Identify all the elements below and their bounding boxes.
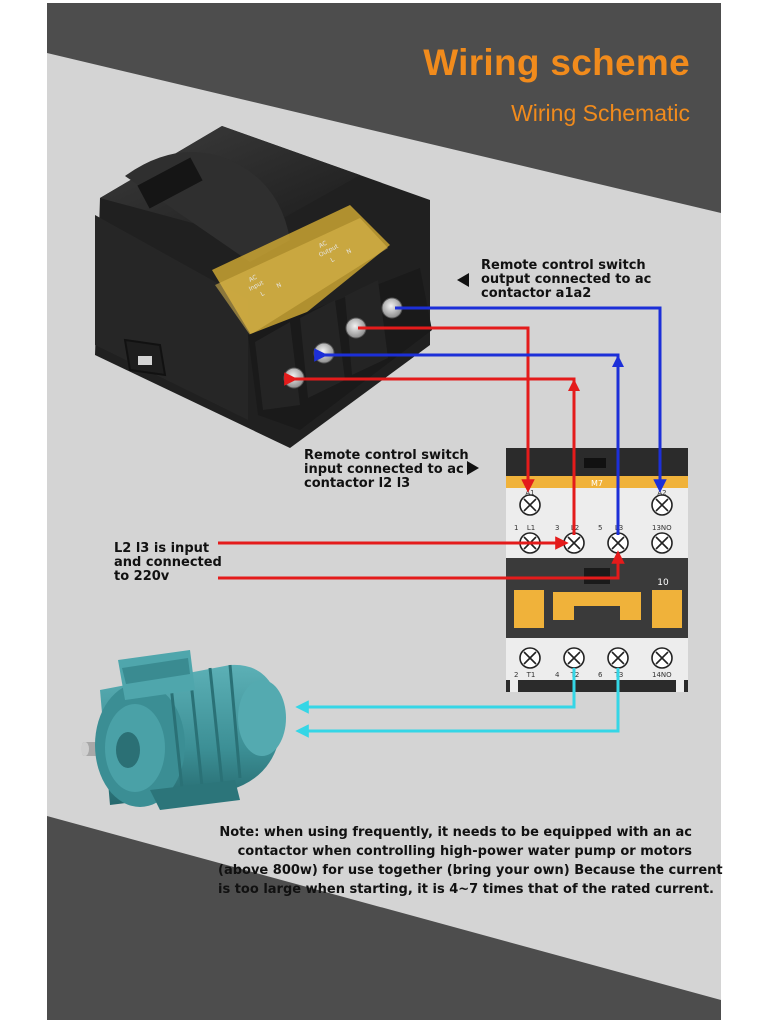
top-terminal-number-5: 5	[598, 524, 602, 532]
pointer-right-icon	[467, 461, 479, 475]
wire-cyan-t2	[295, 668, 576, 714]
pointer-left-icon	[457, 273, 469, 287]
screw-l3	[607, 532, 629, 554]
output-note-line-2: output connected to ac	[481, 272, 652, 287]
bottom-terminal-number-4: 4	[555, 671, 560, 679]
relay-screw-input-n	[313, 342, 335, 364]
screw-t1	[519, 647, 541, 669]
power-note-line-1: L2 l3 is input	[114, 541, 210, 556]
input-note-line-1: Remote control switch	[304, 448, 469, 463]
bottom-terminal-number-2: 2	[514, 671, 518, 679]
arrow-up-blue	[612, 355, 624, 367]
bottom-terminal-number-6: 6	[598, 671, 603, 679]
contactor-model: M7	[591, 479, 603, 488]
relay-input-terminal-l: L	[259, 290, 266, 298]
power-note-line-2: and connected	[114, 555, 222, 570]
top-terminal-number-13no: 13NO	[652, 524, 672, 532]
output-note-line-1: Remote control switch	[481, 258, 646, 273]
screw-13no	[651, 532, 673, 554]
top-terminal-name-l1: L1	[527, 524, 535, 532]
page-title: Wiring scheme	[423, 42, 690, 83]
output-note-line-3: contactor a1a2	[481, 286, 592, 301]
page-subtitle: Wiring Schematic	[511, 100, 690, 126]
screw-l2	[563, 532, 585, 554]
input-connection-note: Remote control switch input connected to…	[304, 449, 469, 491]
coil-terminal-a2: A2	[657, 489, 666, 497]
contactor-screws	[519, 494, 673, 669]
output-connection-note: Remote control switch output connected t…	[481, 259, 651, 301]
relay-ac-output-label: AC	[318, 240, 328, 250]
wire-red-a1	[358, 326, 535, 493]
relay-output-terminal-l: L	[329, 256, 336, 264]
power-note-line-3: to 220v	[114, 569, 170, 584]
input-note-line-2: input connected to ac	[304, 462, 464, 477]
arrow-up-red	[568, 379, 580, 391]
wire-blue-a2	[395, 306, 667, 493]
electric-motor	[81, 650, 286, 810]
screw-a2	[651, 494, 673, 516]
screw-t2	[563, 647, 585, 669]
screw-14no	[651, 647, 673, 669]
usage-note-line-4: is too large when starting, it is 4~7 ti…	[218, 882, 714, 897]
usage-note: Note: when using frequently, it needs to…	[218, 823, 723, 899]
relay-output-terminal-n: N	[346, 248, 353, 256]
bottom-terminal-name-t1: T1	[526, 671, 536, 679]
coil-terminal-a1: A1	[525, 489, 534, 497]
power-input-note: L2 l3 is input and connected to 220v	[114, 542, 222, 584]
relay-ac-input-label: AC	[248, 274, 258, 284]
screw-t3	[607, 647, 629, 669]
usage-note-line-1: Note: when using frequently, it needs to…	[219, 825, 692, 840]
wire-red-in-l3	[218, 550, 625, 580]
top-terminal-number-1: 1	[514, 524, 518, 532]
top-terminal-number-3: 3	[555, 524, 559, 532]
input-note-line-3: contactor l2 l3	[304, 476, 411, 491]
usage-note-line-3: (above 800w) for use together (bring you…	[218, 863, 723, 878]
relay-input-terminal-n: N	[276, 282, 283, 290]
bottom-terminal-number-14no: 14NO	[652, 671, 672, 679]
usage-note-line-2: contactor when controlling high-power wa…	[237, 844, 692, 859]
contactor-rating: 10	[657, 578, 669, 588]
wiring	[218, 306, 667, 738]
wire-cyan-t3	[295, 668, 620, 738]
screw-a1	[519, 494, 541, 516]
